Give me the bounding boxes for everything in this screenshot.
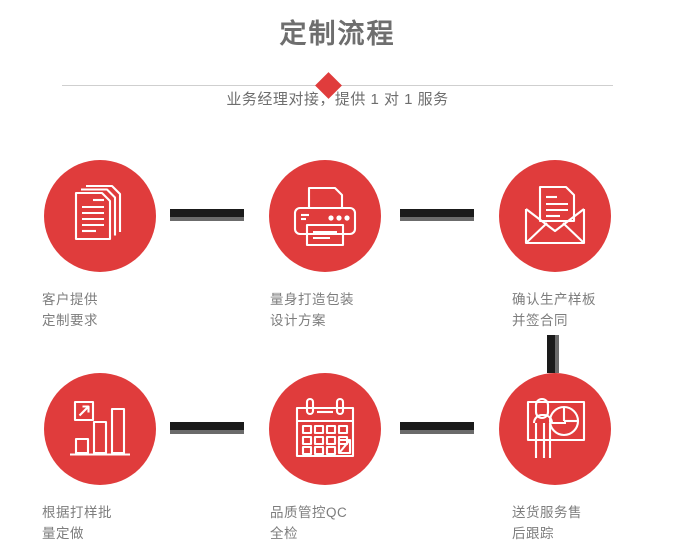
step-5-label: 品质管控QC 全检 (245, 502, 405, 544)
step-6-label-line1: 送货服务售 (512, 505, 582, 520)
connector-shadow (400, 430, 474, 434)
connector-step5-to-step6 (400, 422, 474, 434)
connector-shadow (555, 335, 559, 373)
calendar-check-icon (295, 397, 355, 458)
page-subtitle: 业务经理对接，提供 1 对 1 服务 (226, 91, 449, 108)
step-1-icon-circle (44, 160, 156, 272)
step-5-label-line1: 品质管控QC (270, 505, 348, 520)
step-2-label: 量身打造包装 设计方案 (245, 289, 405, 331)
step-4-label: 根据打样批 量定做 (20, 502, 180, 544)
process-step-6: 送货服务售 后跟踪 (475, 373, 635, 544)
connector-bar (170, 422, 244, 430)
step-6-label: 送货服务售 后跟踪 (475, 502, 635, 544)
process-step-5: 品质管控QC 全检 (245, 373, 405, 544)
envelope-document-icon (524, 185, 586, 245)
process-step-1: 客户提供 定制要求 (20, 160, 180, 331)
connector-shadow (400, 217, 474, 221)
connector-step2-to-step3 (400, 209, 474, 221)
presentation-person-piechart-icon (526, 397, 586, 458)
step-1-label-line2: 定制要求 (42, 313, 98, 328)
printer-icon (293, 186, 357, 247)
step-5-label-line2: 全检 (270, 526, 298, 541)
bar-chart-growth-icon (70, 400, 130, 456)
documents-stack-icon (74, 184, 122, 241)
step-6-label-line2: 后跟踪 (512, 526, 554, 541)
step-4-icon-circle (44, 373, 156, 485)
process-step-2: 量身打造包装 设计方案 (245, 160, 405, 331)
connector-bar (547, 335, 555, 373)
connector-bar (400, 422, 474, 430)
connector-shadow (170, 217, 244, 221)
title-divider (62, 72, 613, 99)
process-step-4: 根据打样批 量定做 (20, 373, 180, 544)
connector-bar (400, 209, 474, 217)
step-2-icon-circle (269, 160, 381, 272)
connector-step1-to-step2 (170, 209, 244, 221)
step-3-icon-circle (499, 160, 611, 272)
step-2-label-line1: 量身打造包装 (270, 292, 354, 307)
step-3-label-line2: 并签合同 (512, 313, 568, 328)
process-step-3: 确认生产样板 并签合同 (475, 160, 635, 331)
step-4-label-line1: 根据打样批 (42, 505, 112, 520)
step-5-icon-circle (269, 373, 381, 485)
step-1-label-line1: 客户提供 (42, 292, 98, 307)
step-3-label-line1: 确认生产样板 (512, 292, 596, 307)
step-2-label-line2: 设计方案 (270, 313, 326, 328)
step-1-label: 客户提供 定制要求 (20, 289, 180, 331)
page-title: 定制流程 (279, 19, 396, 49)
connector-step3-to-step6 (547, 335, 559, 373)
connector-bar (170, 209, 244, 217)
step-4-label-line2: 量定做 (42, 526, 84, 541)
connector-shadow (170, 430, 244, 434)
step-3-label: 确认生产样板 并签合同 (475, 289, 635, 331)
step-6-icon-circle (499, 373, 611, 485)
connector-step4-to-step5 (170, 422, 244, 434)
